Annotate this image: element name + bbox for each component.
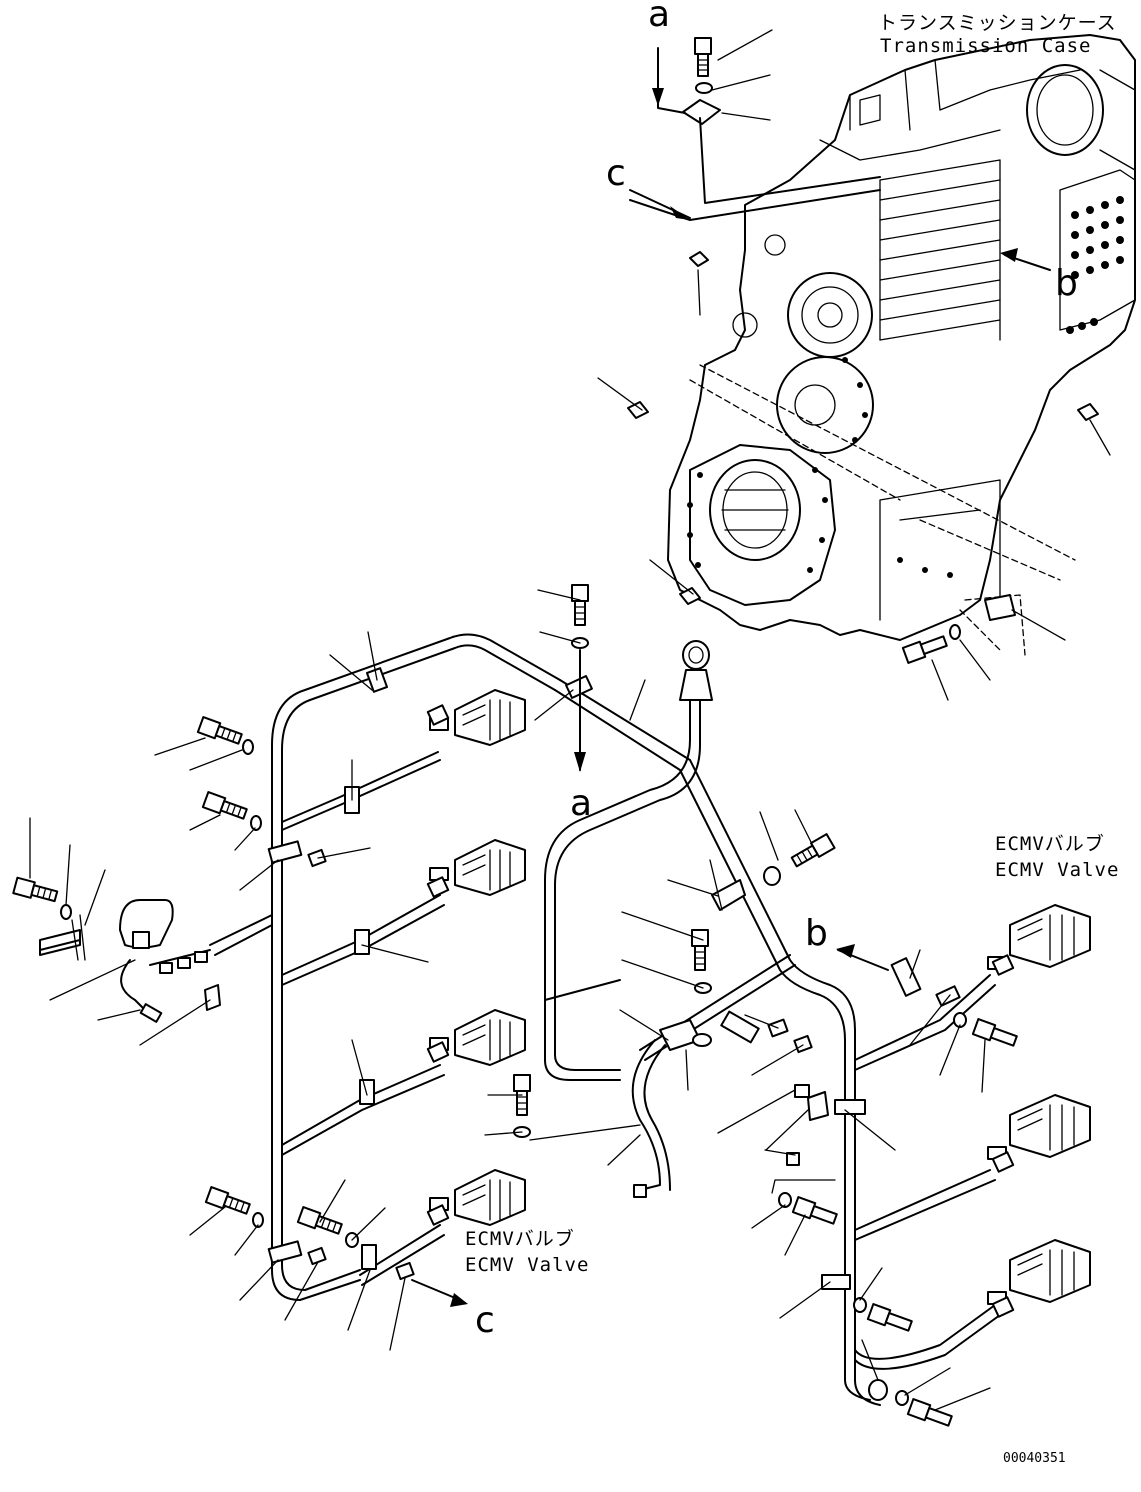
ecmv-valve-left-4	[429, 1169, 526, 1226]
view-arrows	[411, 47, 1051, 1307]
valve-body-holes	[1066, 196, 1124, 334]
ecmv-valve-bottom-label-jp: ECMVバルブ	[465, 1227, 575, 1250]
ecmv-valve-top-label-jp: ECMVバルブ	[995, 832, 1105, 855]
ecmv-valve-right-3	[987, 1239, 1091, 1305]
main-connector-plug	[679, 640, 713, 701]
harness-clamps	[267, 594, 1016, 1290]
wiring-harness	[209, 633, 1001, 1406]
view-marker-b-right: b	[1055, 263, 1078, 304]
view-marker-a-top: a	[648, 0, 670, 35]
view-marker-b-mid: b	[805, 913, 828, 954]
drawing-number: 00040351	[1003, 1451, 1066, 1466]
transmission-case-label-jp: トランスミッションケース	[878, 12, 1117, 34]
diagram-labels: トランスミッションケース Transmission Case ECMVバルブ E…	[465, 0, 1119, 1466]
flange-bolt-holes	[687, 357, 953, 578]
ecmv-valve-top-label-en: ECMV Valve	[995, 859, 1119, 881]
view-marker-a-mid: a	[570, 783, 592, 824]
ecmv-valve-right-2	[987, 1094, 1091, 1160]
ecmv-valve-bottom-label-en: ECMV Valve	[465, 1254, 589, 1276]
transmission-case	[667, 34, 1136, 656]
connectors	[39, 704, 1015, 1318]
bolts	[12, 37, 1099, 1427]
view-marker-c-top: c	[606, 153, 626, 194]
ecmv-valve-left-2	[429, 839, 526, 896]
leader-lines	[29, 29, 1111, 1411]
view-marker-c-bottom: c	[475, 1300, 495, 1341]
transmission-case-label-en: Transmission Case	[880, 35, 1091, 57]
